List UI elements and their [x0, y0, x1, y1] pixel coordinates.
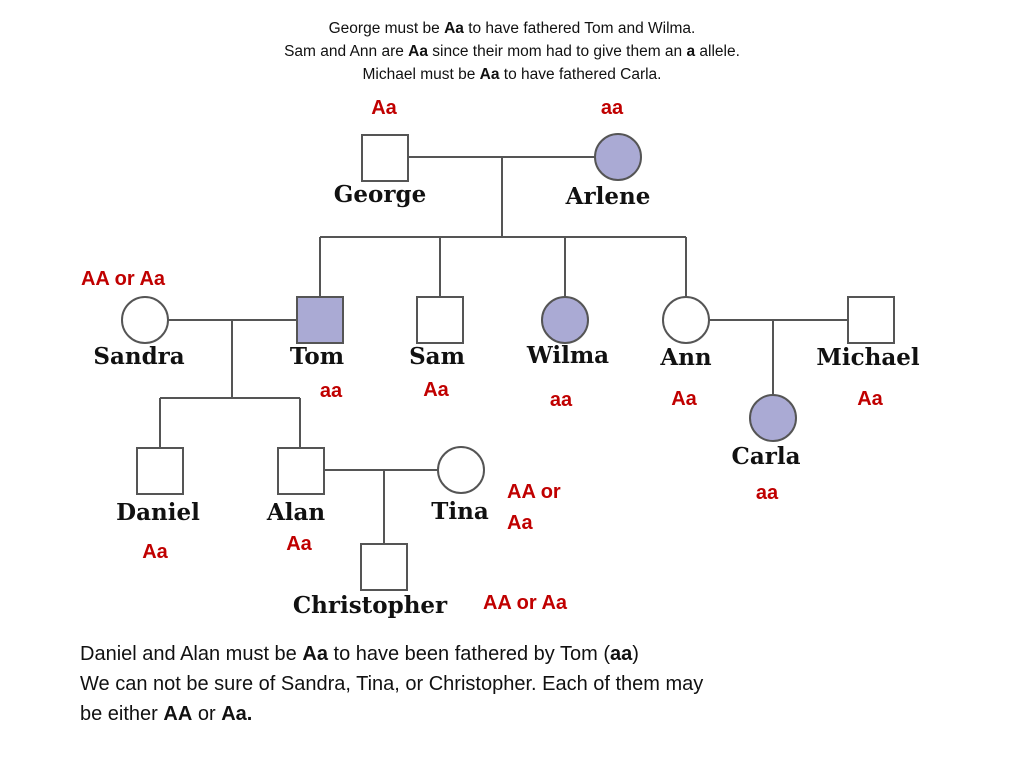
michael-male-symbol — [847, 296, 895, 344]
footer-line-3: be either AA or Aa. — [80, 703, 253, 725]
pedigree-lines — [159, 156, 848, 544]
arlene-name: Arlene — [565, 183, 651, 210]
daniel-genotype: Aa — [142, 541, 168, 563]
header-line-1: George must be Aa to have fathered Tom a… — [328, 20, 696, 37]
george-genotype: Aa — [371, 97, 397, 119]
alan-name: Alan — [266, 499, 325, 526]
header-line-3: Michael must be Aa to have fathered Carl… — [362, 66, 662, 83]
ann-name: Ann — [659, 344, 712, 371]
wilma-name: Wilma — [526, 342, 609, 369]
tom-male-symbol — [296, 296, 344, 344]
tina-name: Tina — [431, 498, 489, 525]
tina-female-symbol — [437, 446, 485, 494]
sam-genotype: Aa — [423, 379, 449, 401]
christopher-name: Christopher — [293, 592, 448, 619]
christopher-male-symbol — [360, 543, 408, 591]
footer-line-1: Daniel and Alan must be Aa to have been … — [80, 643, 639, 665]
tina-genotype-line-1: AA or — [507, 481, 561, 503]
carla-female-symbol — [749, 394, 797, 442]
george-male-symbol — [361, 134, 409, 182]
daniel-name: Daniel — [116, 499, 200, 526]
wilma-genotype: aa — [550, 389, 573, 411]
header-line-2: Sam and Ann are Aa since their mom had t… — [284, 43, 740, 60]
footer-line-2: We can not be sure of Sandra, Tina, or C… — [80, 673, 704, 695]
tom-name: Tom — [290, 343, 344, 370]
wilma-female-symbol — [541, 296, 589, 344]
george-name: George — [334, 181, 426, 208]
tom-genotype: aa — [320, 380, 343, 402]
christopher-genotype: AA or Aa — [483, 592, 568, 614]
alan-male-symbol — [277, 447, 325, 495]
sandra-name: Sandra — [93, 343, 184, 370]
carla-genotype: aa — [756, 482, 779, 504]
tina-genotype-line-2: Aa — [507, 512, 533, 534]
carla-name: Carla — [732, 443, 801, 470]
sam-male-symbol — [416, 296, 464, 344]
michael-genotype: Aa — [857, 388, 883, 410]
arlene-female-symbol — [594, 133, 642, 181]
alan-genotype: Aa — [286, 533, 312, 555]
daniel-male-symbol — [136, 447, 184, 495]
sandra-genotype: AA or Aa — [81, 268, 166, 290]
arlene-genotype: aa — [601, 97, 624, 119]
ann-genotype: Aa — [671, 388, 697, 410]
ann-female-symbol — [662, 296, 710, 344]
michael-name: Michael — [816, 344, 919, 371]
sam-name: Sam — [409, 343, 465, 370]
sandra-female-symbol — [121, 296, 169, 344]
